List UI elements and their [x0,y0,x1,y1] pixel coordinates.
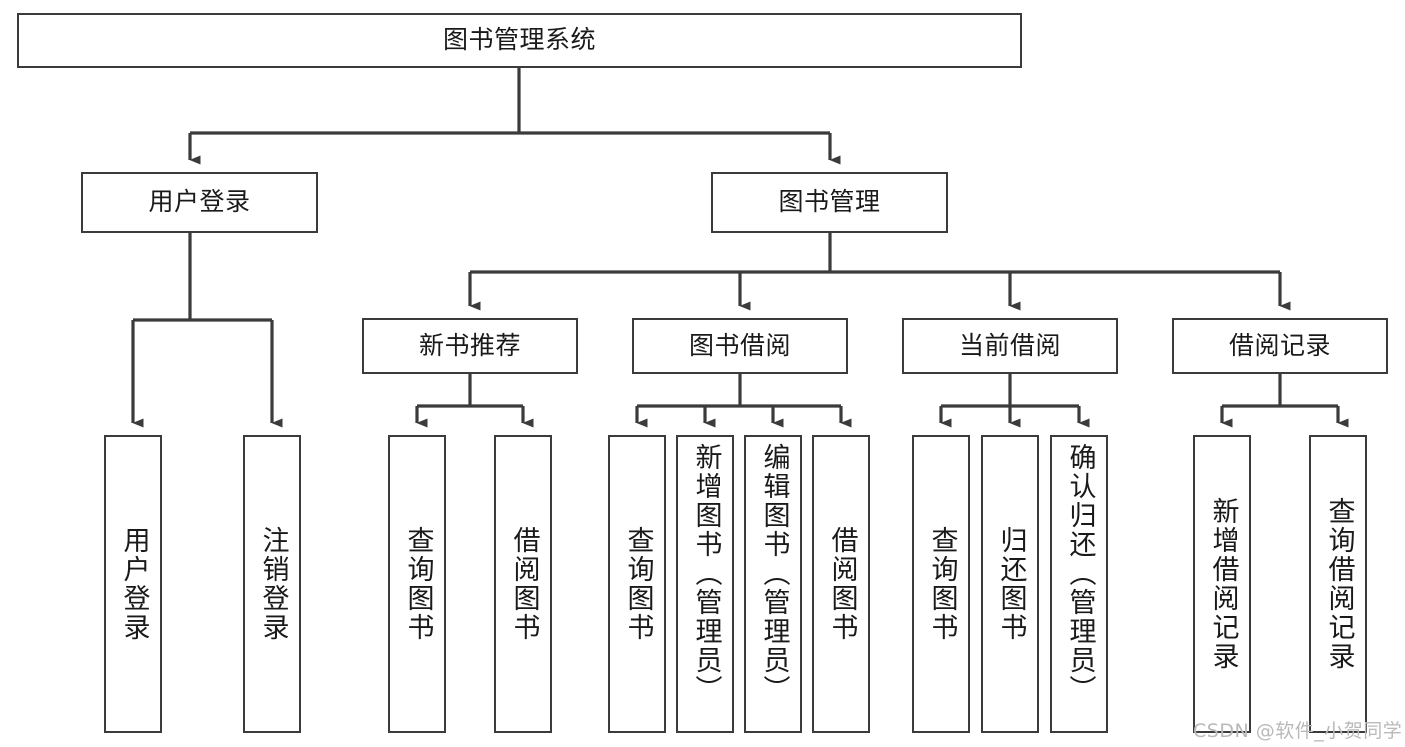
node-leaf-user-login[interactable]: 用户登录 [104,435,162,733]
node-leaf-borrow-book-1[interactable]: 借阅图书 [494,435,552,733]
node-leaf-query-book-3[interactable]: 查询图书 [912,435,970,733]
node-root[interactable]: 图书管理系统 [17,13,1022,68]
node-user-login[interactable]: 用户登录 [81,172,318,233]
node-leaf-add-record-label: 新增借阅记录 [1207,497,1239,671]
node-root-label: 图书管理系统 [442,25,596,55]
node-book-manage[interactable]: 图书管理 [711,172,948,233]
node-leaf-borrow-book-1-label: 借阅图书 [508,526,540,642]
node-leaf-edit-book-label: 编辑图书（管理员） [758,443,790,704]
node-leaf-query-record-label: 查询借阅记录 [1323,497,1355,671]
node-leaf-query-book-2[interactable]: 查询图书 [608,435,666,733]
node-book-borrow[interactable]: 图书借阅 [632,318,848,374]
node-leaf-borrow-book-2-label: 借阅图书 [826,526,858,642]
node-new-book-recommend[interactable]: 新书推荐 [362,318,578,374]
node-new-book-recommend-label: 新书推荐 [418,330,521,360]
node-current-borrow[interactable]: 当前借阅 [902,318,1118,374]
node-leaf-user-logout-label: 注销登录 [257,526,289,642]
node-current-borrow-label: 当前借阅 [958,330,1061,360]
node-leaf-query-book-2-label: 查询图书 [622,526,654,642]
node-leaf-add-record[interactable]: 新增借阅记录 [1193,435,1251,733]
node-leaf-confirm-return[interactable]: 确认归还（管理员） [1050,435,1108,733]
node-leaf-edit-book[interactable]: 编辑图书（管理员） [744,435,802,733]
node-leaf-query-record[interactable]: 查询借阅记录 [1309,435,1367,733]
node-borrow-record[interactable]: 借阅记录 [1172,318,1388,374]
node-leaf-query-book-1[interactable]: 查询图书 [388,435,446,733]
node-leaf-return-book[interactable]: 归还图书 [981,435,1039,733]
node-leaf-confirm-return-label: 确认归还（管理员） [1064,443,1096,704]
node-leaf-borrow-book-2[interactable]: 借阅图书 [812,435,870,733]
node-leaf-add-book[interactable]: 新增图书（管理员） [676,435,734,733]
node-leaf-query-book-3-label: 查询图书 [926,526,958,642]
node-borrow-record-label: 借阅记录 [1228,330,1331,360]
node-leaf-user-login-label: 用户登录 [118,526,150,642]
node-leaf-query-book-1-label: 查询图书 [402,526,434,642]
node-book-borrow-label: 图书借阅 [688,330,791,360]
node-leaf-return-book-label: 归还图书 [995,526,1027,642]
node-user-login-label: 用户登录 [148,187,251,217]
node-leaf-add-book-label: 新增图书（管理员） [690,443,722,704]
node-book-manage-label: 图书管理 [778,187,881,217]
node-leaf-user-logout[interactable]: 注销登录 [243,435,301,733]
